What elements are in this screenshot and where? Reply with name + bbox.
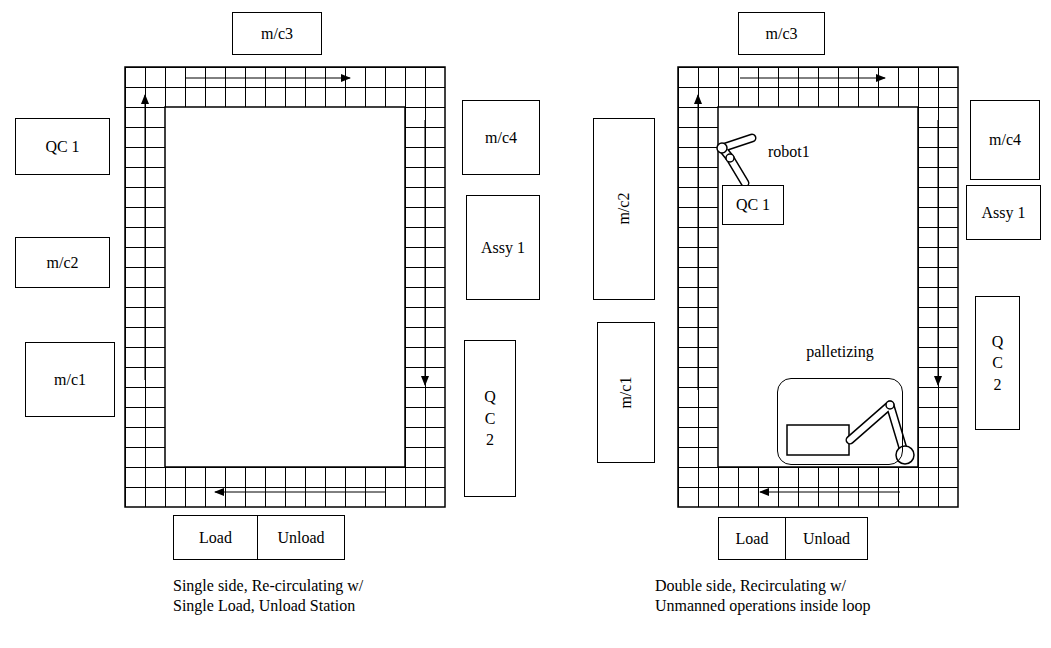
robot-arm [850, 401, 914, 464]
machine-box: m/c2 [15, 237, 110, 288]
robot-base [896, 446, 914, 464]
flow-arrow [145, 95, 146, 380]
robot-arm-outline [850, 405, 905, 455]
conveyor-outer [678, 67, 958, 507]
conveyor-outer [125, 67, 445, 507]
flow-arrow [185, 78, 350, 79]
robot-label: robot1 [768, 142, 848, 162]
machine-box: m/c3 [232, 12, 322, 55]
conveyor-inner [165, 107, 405, 467]
pallet [787, 425, 849, 455]
station-label: Unload [803, 529, 850, 548]
machine-box: m/c4 [970, 100, 1040, 180]
station-label: m/c2 [614, 193, 633, 225]
conveyor-loop [125, 67, 445, 507]
robot-joint [726, 154, 734, 162]
machine-box: m/c3 [738, 12, 825, 55]
robot-joint [717, 143, 727, 153]
machine-box: Q C 2 [975, 296, 1020, 430]
machine-box: palletizing [774, 340, 906, 468]
station-label: Assy 1 [481, 238, 525, 257]
palletizing-cell [777, 378, 903, 465]
machine-box: Load [718, 517, 786, 560]
machine-box: m/c4 [462, 100, 540, 175]
flow-arrow [740, 78, 885, 79]
station-label: Assy 1 [981, 203, 1025, 222]
station-label: m/c3 [261, 24, 293, 43]
machine-box: m/c1 [25, 342, 115, 417]
conveyor-loop [678, 67, 958, 507]
station-label: Q C 2 [482, 386, 498, 451]
station-label: QC 1 [45, 137, 79, 156]
flow-arrow [698, 95, 699, 390]
layout-caption: Double side, Recirculating w/ Unmanned o… [655, 576, 900, 616]
robot-arm-fill [850, 405, 905, 455]
robot-arm [717, 138, 752, 183]
station-label: m/c4 [485, 128, 517, 147]
station-label: m/c4 [989, 130, 1021, 149]
flow-arrow [760, 492, 900, 493]
robot-joint [886, 401, 894, 409]
station-label: m/c1 [54, 370, 86, 389]
machine-box: QC 1 [722, 185, 784, 225]
station-label: m/c3 [766, 24, 798, 43]
flow-arrow [938, 120, 939, 385]
station-label: QC 1 [736, 195, 770, 214]
station-label: Unload [277, 528, 324, 547]
machine-box: m/c1 [597, 322, 655, 463]
machine-box: m/c2 [593, 118, 655, 300]
conveyor-inner [718, 107, 918, 467]
machine-box: Q C 2 [464, 340, 516, 497]
station-label: Load [199, 528, 232, 547]
machine-box: Assy 1 [966, 185, 1041, 240]
machine-box: Unload [785, 517, 868, 560]
machine-box: Assy 1 [466, 195, 540, 300]
station-label: palletizing [806, 342, 874, 361]
flow-arrow [425, 120, 426, 385]
station-label: Q C 2 [990, 331, 1006, 396]
station-label: Load [736, 529, 769, 548]
flow-arrow [215, 492, 385, 493]
machine-box: QC 1 [15, 118, 110, 175]
station-label: m/c1 [616, 377, 635, 409]
machine-box: Unload [257, 515, 345, 560]
station-label: m/c2 [47, 253, 79, 272]
machine-box: Load [173, 515, 258, 560]
layout-caption: Single side, Re-circulating w/ Single Lo… [173, 576, 388, 616]
